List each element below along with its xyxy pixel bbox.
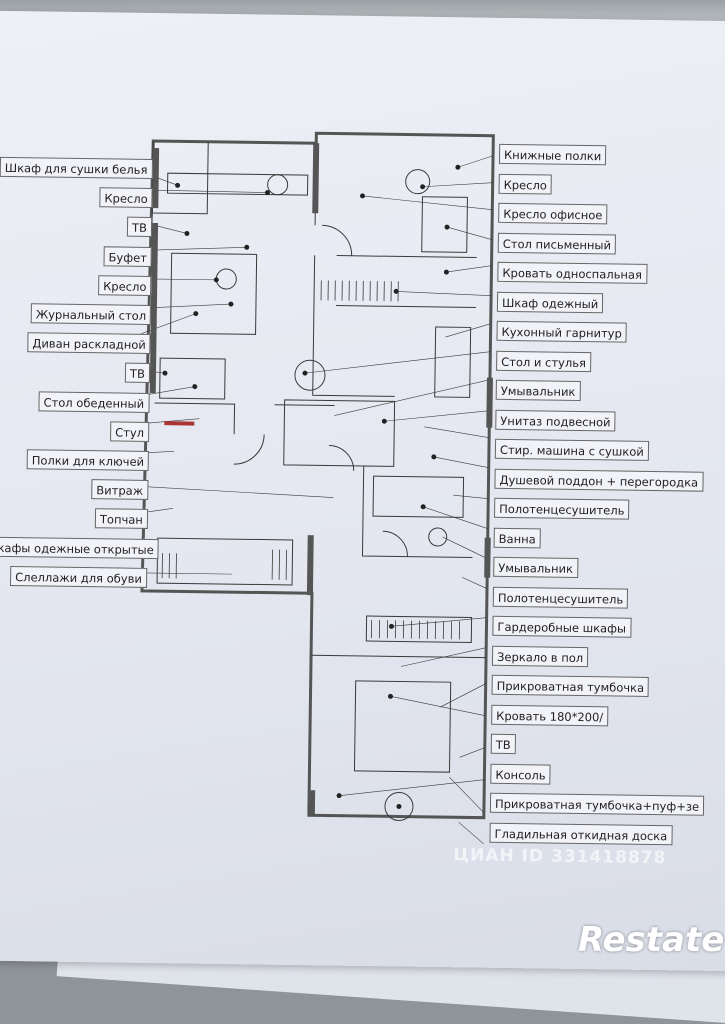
legend-label-left: Кресло: [98, 275, 152, 296]
wardrobe-hatch: [370, 620, 460, 640]
legend-label-right: Унитаз подвесной: [495, 409, 616, 431]
legend-label-right: Консоль: [490, 763, 551, 785]
wardrobe-hatch: [161, 549, 287, 580]
restate-logo: Restate: [578, 920, 725, 960]
wall-balcony: [166, 172, 309, 196]
legend-label-left: ТВ: [124, 363, 151, 384]
legend-label-left: Журнальный стол: [30, 303, 152, 325]
legend-label-right: Полотенцесушитель: [494, 497, 630, 520]
door-arc: [382, 530, 408, 557]
wall-bathrooms: [283, 399, 473, 558]
legend-label-right: Прикроватная тумбочка+пуф+зе: [489, 792, 705, 816]
legend-label-right: Полотенцесушитель: [492, 586, 629, 609]
legend-label-right: Кресло: [498, 173, 553, 195]
legend-label-right: Кресло офисное: [498, 202, 608, 225]
legend-label-right: Стол и стулья: [496, 350, 592, 372]
legend-label-right: Душевой поддон + перегородка: [494, 468, 704, 492]
door-arc: [233, 434, 265, 465]
legend-label-right: Зеркало в пол: [491, 645, 589, 667]
outer-wall: [140, 131, 495, 820]
legend-label-left: Кресло: [99, 187, 153, 209]
office-desk: [421, 196, 468, 253]
dining-table: [159, 357, 226, 400]
legend-label-left: Стул: [110, 421, 150, 442]
armchair-bedroom: [384, 791, 414, 821]
coffee-table: [215, 268, 237, 290]
leader-lines: [304, 155, 494, 844]
legend-label-left: Диван раскладной: [27, 332, 151, 355]
legend-label-right: Ванна: [493, 527, 541, 548]
legend-label-right: Стир. машина с сушкой: [494, 438, 649, 461]
legend-label-left: Топчан: [94, 508, 149, 530]
legend-label-left: Полки для ключей: [26, 449, 150, 471]
legend-label-right: Умывальник: [495, 379, 581, 401]
legend-label-right: Гардеробные шкафы: [492, 615, 632, 638]
legend-label-right: Кухонный гарнитур: [496, 320, 627, 343]
wall-drying-cabinet: [151, 140, 209, 215]
legend-label-right: Книжные полки: [498, 143, 607, 166]
wardrobe-hatch: [320, 280, 399, 302]
wall-hall: [154, 402, 335, 435]
washbasin: [428, 527, 448, 547]
armchair: [405, 169, 431, 195]
kitchen-set: [434, 326, 472, 398]
wall-wardrobes: [365, 615, 473, 643]
bed: [353, 680, 452, 773]
legend-label-right: Гладильная откидная доска: [489, 822, 673, 845]
legend-label-left: ТВ: [126, 217, 153, 238]
legend-label-left: кафы одежные открытые: [0, 536, 159, 559]
door-arc: [322, 224, 353, 256]
legend-label-right: Умывальник: [493, 556, 579, 578]
wall-bath-tub: [372, 475, 465, 518]
armchair: [267, 174, 289, 196]
wall-bedroom: [311, 654, 487, 659]
legend-label-right: Кровать односпальная: [497, 261, 648, 284]
legend-label-right: Кровать 180*200/: [491, 704, 609, 726]
legend-label-right: ТВ: [490, 733, 516, 755]
floor-plan-drawing: [127, 131, 495, 844]
wall-kitchen-divider: [312, 143, 395, 397]
legend-label-right: Шкаф одежный: [496, 291, 604, 313]
wall-office: [335, 255, 477, 309]
legend-label-left: Витраж: [91, 479, 149, 501]
legend-label-right: Стол письменный: [497, 232, 617, 254]
sofa: [170, 252, 258, 335]
wardrobe-hall: [156, 537, 294, 586]
legend-label-left: Буфет: [103, 245, 153, 267]
round-table: [294, 359, 326, 391]
legend-label-left: Слеллажи для обуви: [10, 565, 148, 588]
door-arc: [328, 444, 355, 471]
legend-label-left: Шкаф для сушки белья: [0, 156, 153, 179]
watermark: ЦИАН ID 331418878: [453, 845, 667, 869]
legend-label-right: Прикроватная тумбочка: [491, 674, 650, 697]
legend-label-left: Стол обеденный: [38, 391, 150, 413]
